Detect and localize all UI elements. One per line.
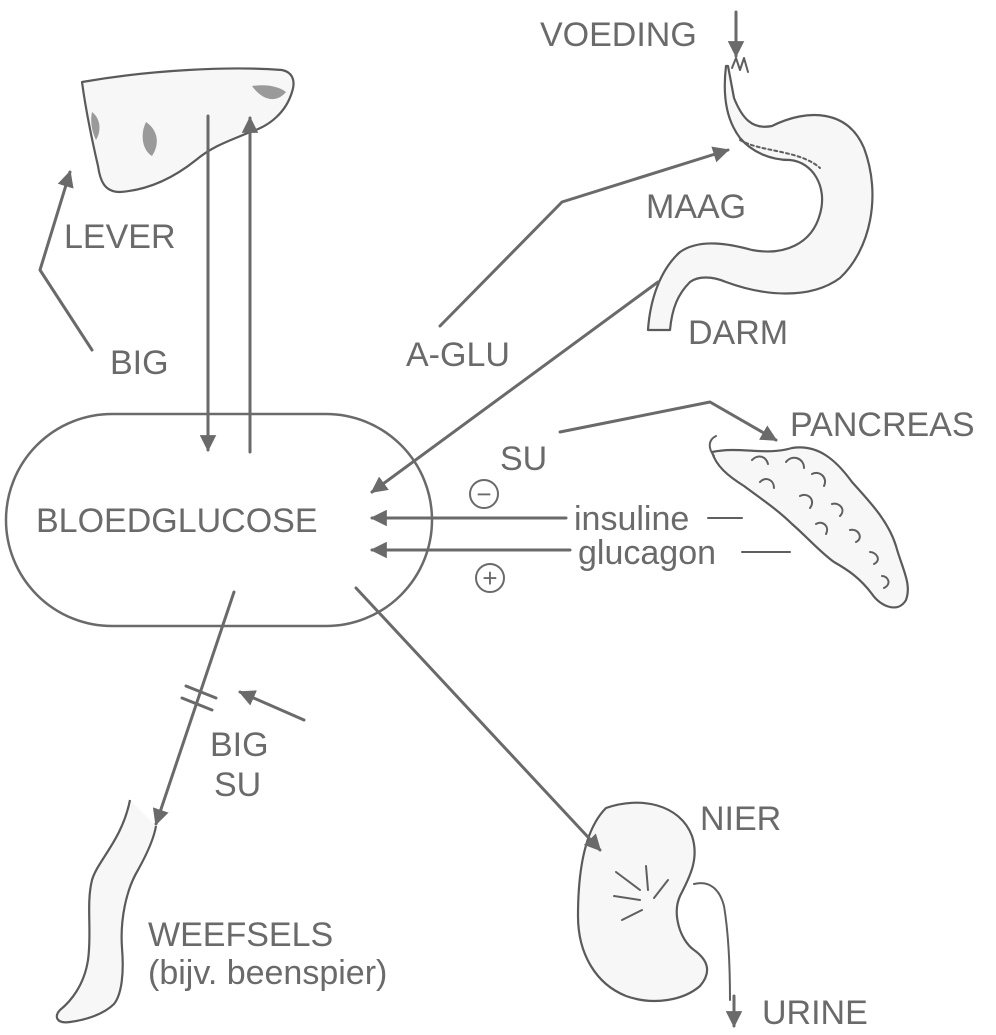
aglu-label: A-GLU	[406, 336, 510, 374]
weefsels-label: WEEFSELS	[148, 916, 333, 954]
insuline-label: insuline	[574, 500, 689, 538]
su-pancreas-label: SU	[500, 440, 547, 478]
maag-label: MAAG	[646, 188, 746, 226]
lever-label: LEVER	[64, 218, 176, 256]
liver-illustration	[82, 69, 294, 193]
big-liver-label: BIG	[110, 344, 169, 382]
blood-to-kidney-arrow	[356, 588, 600, 850]
voeding-label: VOEDING	[540, 16, 697, 54]
nier-label: NIER	[700, 800, 781, 838]
big-su-to-tissue-arrow	[240, 692, 304, 720]
big-tissue-label: BIG	[210, 726, 269, 764]
darm-label: DARM	[688, 314, 788, 352]
weefsels-sub-label: (bijv. beenspier)	[148, 954, 387, 992]
leg-illustration	[57, 800, 156, 1022]
aglu-to-stomach-arrow	[440, 150, 728, 326]
glucagon-label: glucagon	[578, 534, 716, 572]
urine-label: URINE	[762, 994, 868, 1030]
su-tissue-label: SU	[214, 766, 261, 804]
bloedglucose-label: BLOEDGLUCOSE	[36, 502, 318, 540]
su-to-pancreas-arrow	[560, 402, 776, 440]
plus-sign: +	[482, 563, 497, 593]
big-to-liver-arrow	[40, 172, 92, 350]
minus-sign: −	[476, 479, 491, 509]
pancreas-illustration	[710, 436, 908, 607]
pancreas-label: PANCREAS	[790, 406, 975, 444]
